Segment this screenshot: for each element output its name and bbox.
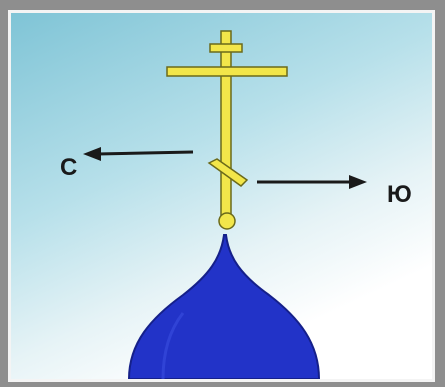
onion-dome-icon xyxy=(127,234,321,379)
north-label: С xyxy=(60,154,78,181)
arrow-right-icon xyxy=(257,175,367,189)
arrow-left-icon xyxy=(83,147,194,161)
south-label: Ю xyxy=(387,181,412,208)
diagram-panel: С Ю xyxy=(8,10,435,382)
orthodox-cross-icon xyxy=(166,30,288,230)
diagram-canvas xyxy=(83,30,367,379)
